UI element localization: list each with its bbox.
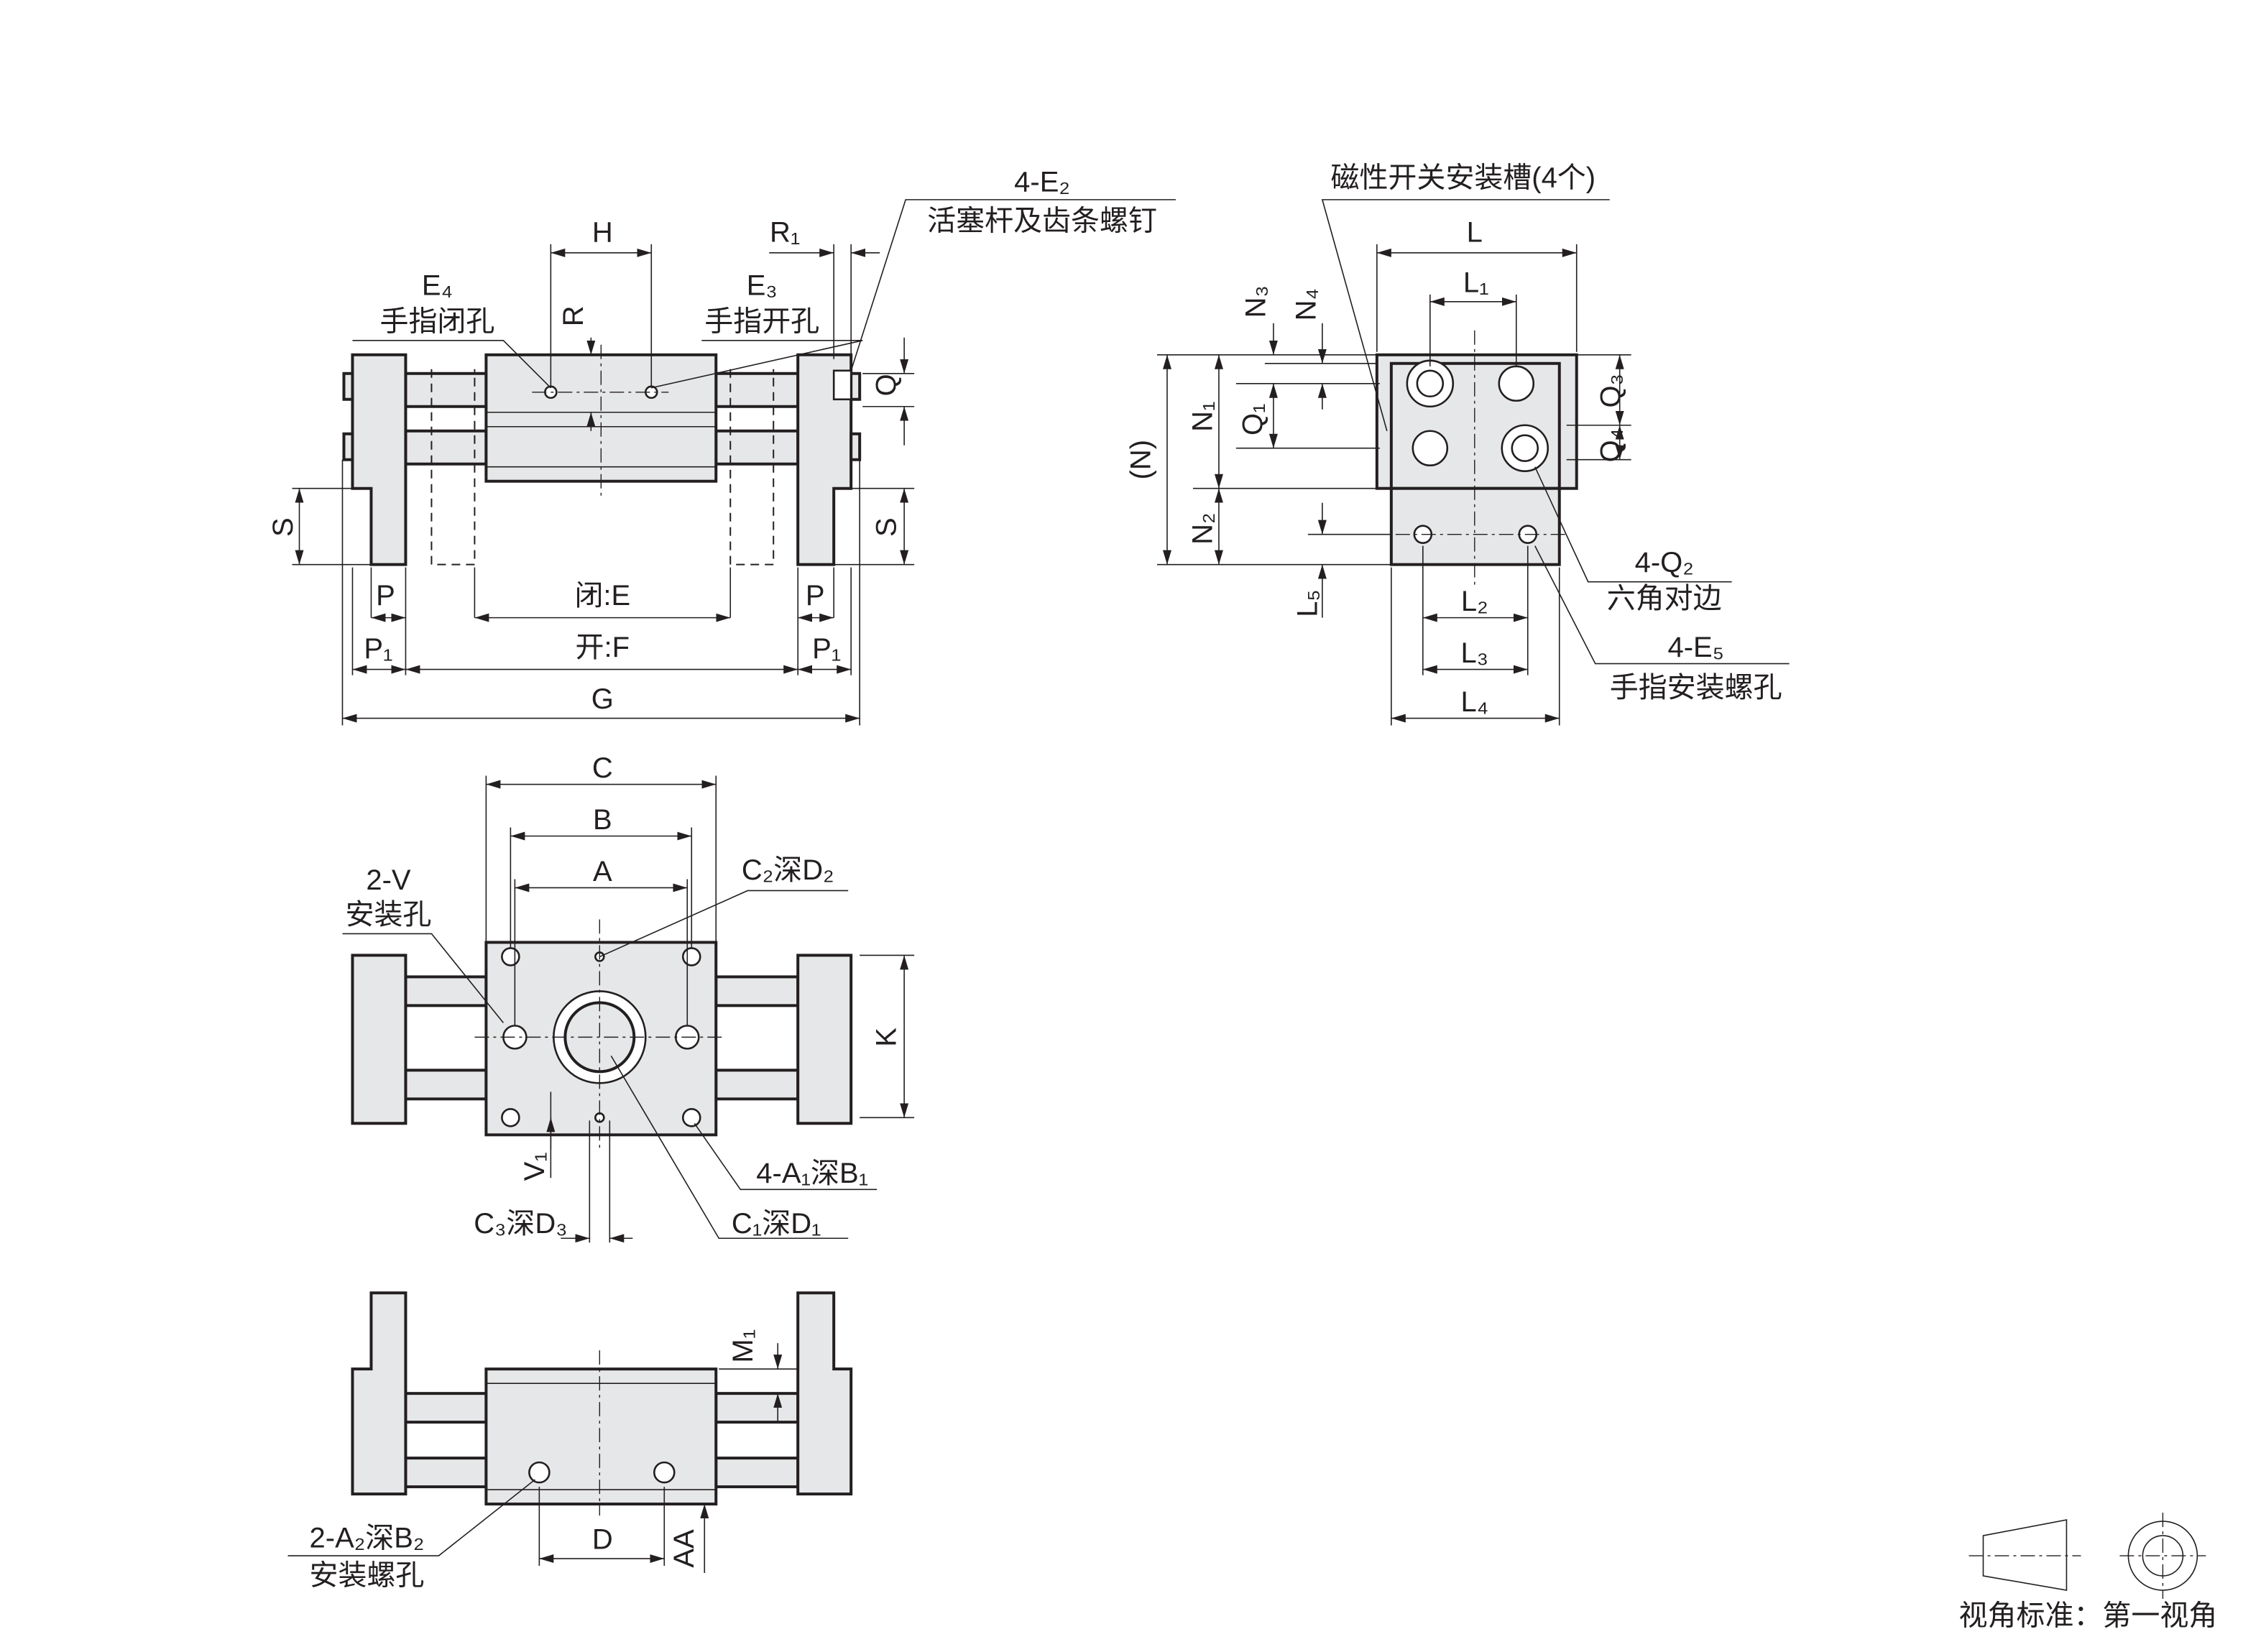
dim-Q: Q [871,374,903,396]
finger-screw-label: 手指安装螺孔 [1610,672,1782,703]
side-view: 磁性开关安装槽(4个) L L₁ N₃ N₄ Q₁ N₁ (N) N₂ Q₃ Q… [1125,162,1790,726]
piston-screw-label: 活塞杆及齿条螺钉 [927,205,1157,236]
left-finger [351,353,407,566]
dim-L5: L₅ [1291,589,1323,617]
hex-label: 六角对边 [1607,583,1722,614]
dim-close-E: 闭:E [574,580,630,612]
A2-depth-B2: 2-A₂深B₂ [310,1523,425,1554]
dim-N2: N₂ [1187,512,1219,544]
dim-Q4: Q₄ [1595,428,1626,462]
cone-side-icon [1982,1519,2068,1591]
mount-code: 2-V [366,864,411,896]
dim-Q3: Q₃ [1595,374,1626,407]
dim-L2: L₂ [1461,586,1488,617]
C1-depth-D1: C₁深D₁ [732,1208,821,1240]
dim-N4: N₄ [1290,288,1322,320]
mount-label: 安装孔 [345,899,431,931]
dim-P-right: P [806,580,825,612]
C2-depth-D2: C₂深D₂ [742,854,834,886]
dim-R1: R₁ [770,216,800,248]
dim-L: L [1467,216,1483,248]
hex-code: 4-Q₂ [1635,547,1694,578]
mount-screw-label: 安装螺孔 [310,1560,425,1592]
open-port-code: E₃ [747,269,778,301]
first-angle-projection-symbol: 视角标准：第一视角 [1959,1513,2218,1632]
dim-C: C [592,752,613,784]
dim-H: H [592,216,613,248]
dim-N3: N₃ [1240,285,1271,318]
piston-screw-code: 4-E₂ [1014,166,1070,198]
dim-S-left: S [267,517,299,537]
dim-open-F: 开:F [576,632,630,663]
dim-P1-left: P₁ [364,633,392,665]
dim-S-right: S [871,517,903,537]
dim-V1: V₁ [519,1152,551,1181]
dim-G: G [591,683,614,715]
dim-AA: AA [668,1529,700,1568]
dim-P1-right: P₁ [812,633,841,665]
slot-label: 磁性开关安装槽(4个) [1330,162,1595,193]
dim-N: (N) [1125,440,1157,479]
dim-K: K [871,1028,903,1047]
close-port-code: E₄ [422,269,453,301]
top-view: C B A C₂深D₂ 2-V 安装孔 K V₁ 4-A₁深B₁ C₃深D₃ C… [342,752,915,1243]
dim-A: A [593,856,612,887]
dim-Q1: Q₁ [1237,403,1268,435]
front-view: 4-E₂ 活塞杆及齿条螺钉 H R₁ E₄ 手指闭孔 E₃ 手指开孔 R Q S… [267,166,1176,726]
dim-M1: M₁ [727,1329,759,1363]
dim-L4: L₄ [1461,686,1489,718]
dim-L3: L₃ [1461,637,1489,669]
C3-depth-D3: C₃深D₃ [474,1208,567,1240]
dim-D: D [592,1524,613,1556]
projection-note: 视角标准：第一视角 [1959,1600,2218,1632]
dim-N1: N₁ [1187,402,1219,432]
open-port-label: 手指开孔 [704,305,819,337]
dim-L1: L₁ [1463,267,1489,298]
close-port-label: 手指闭孔 [379,305,494,337]
bottom-view: M₁ 2-A₂深B₂ 安装螺孔 D AA [287,1291,853,1592]
dim-B: B [593,804,612,836]
A1-depth-B1: 4-A₁深B₁ [756,1158,868,1189]
dim-P-left: P [376,580,395,612]
finger-screw-code: 4-E₅ [1668,632,1724,663]
dim-R: R [558,305,589,326]
